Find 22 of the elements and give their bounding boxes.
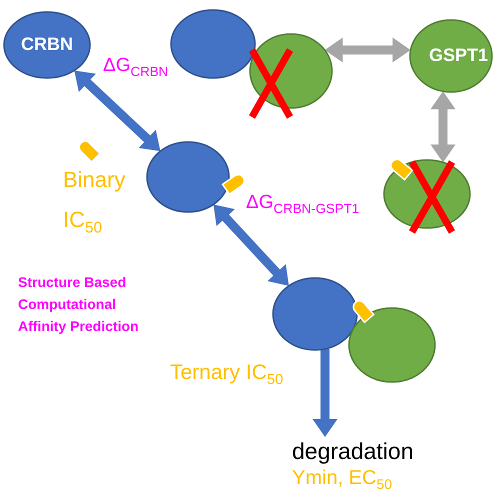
protein-ellipse bbox=[170, 9, 256, 79]
protein-name: CRBN bbox=[20, 34, 74, 55]
assay-label: Binary IC$_{50}$ bbox=[63, 166, 126, 238]
double-arrow bbox=[430, 91, 456, 162]
double-arrow bbox=[74, 70, 160, 152]
protein-ellipse bbox=[409, 19, 493, 93]
protein-ellipse bbox=[3, 11, 91, 79]
arrow bbox=[312, 348, 338, 437]
protein-ellipse bbox=[272, 277, 358, 351]
edge-label: ΔG$_{CRBN-GSPT1}$ bbox=[246, 193, 360, 216]
assay-label: Ternary IC$_{50}$ bbox=[170, 360, 284, 390]
protein-ellipse bbox=[383, 159, 471, 229]
method-note: Structure Based Computational Affinity Prediction bbox=[18, 273, 140, 336]
protein-ellipse bbox=[348, 307, 436, 383]
double-arrow bbox=[213, 204, 289, 286]
double-arrow bbox=[324, 38, 411, 62]
outcome-label: degradation bbox=[292, 437, 414, 466]
protein-ellipse bbox=[146, 141, 230, 213]
protein-name: GSPT1 bbox=[429, 45, 485, 66]
edge-label: ΔG$_{CRBN}$ bbox=[103, 56, 168, 80]
assay-label: Ymin, EC$_{50}$ bbox=[292, 466, 392, 494]
protein-ellipse bbox=[249, 33, 333, 109]
